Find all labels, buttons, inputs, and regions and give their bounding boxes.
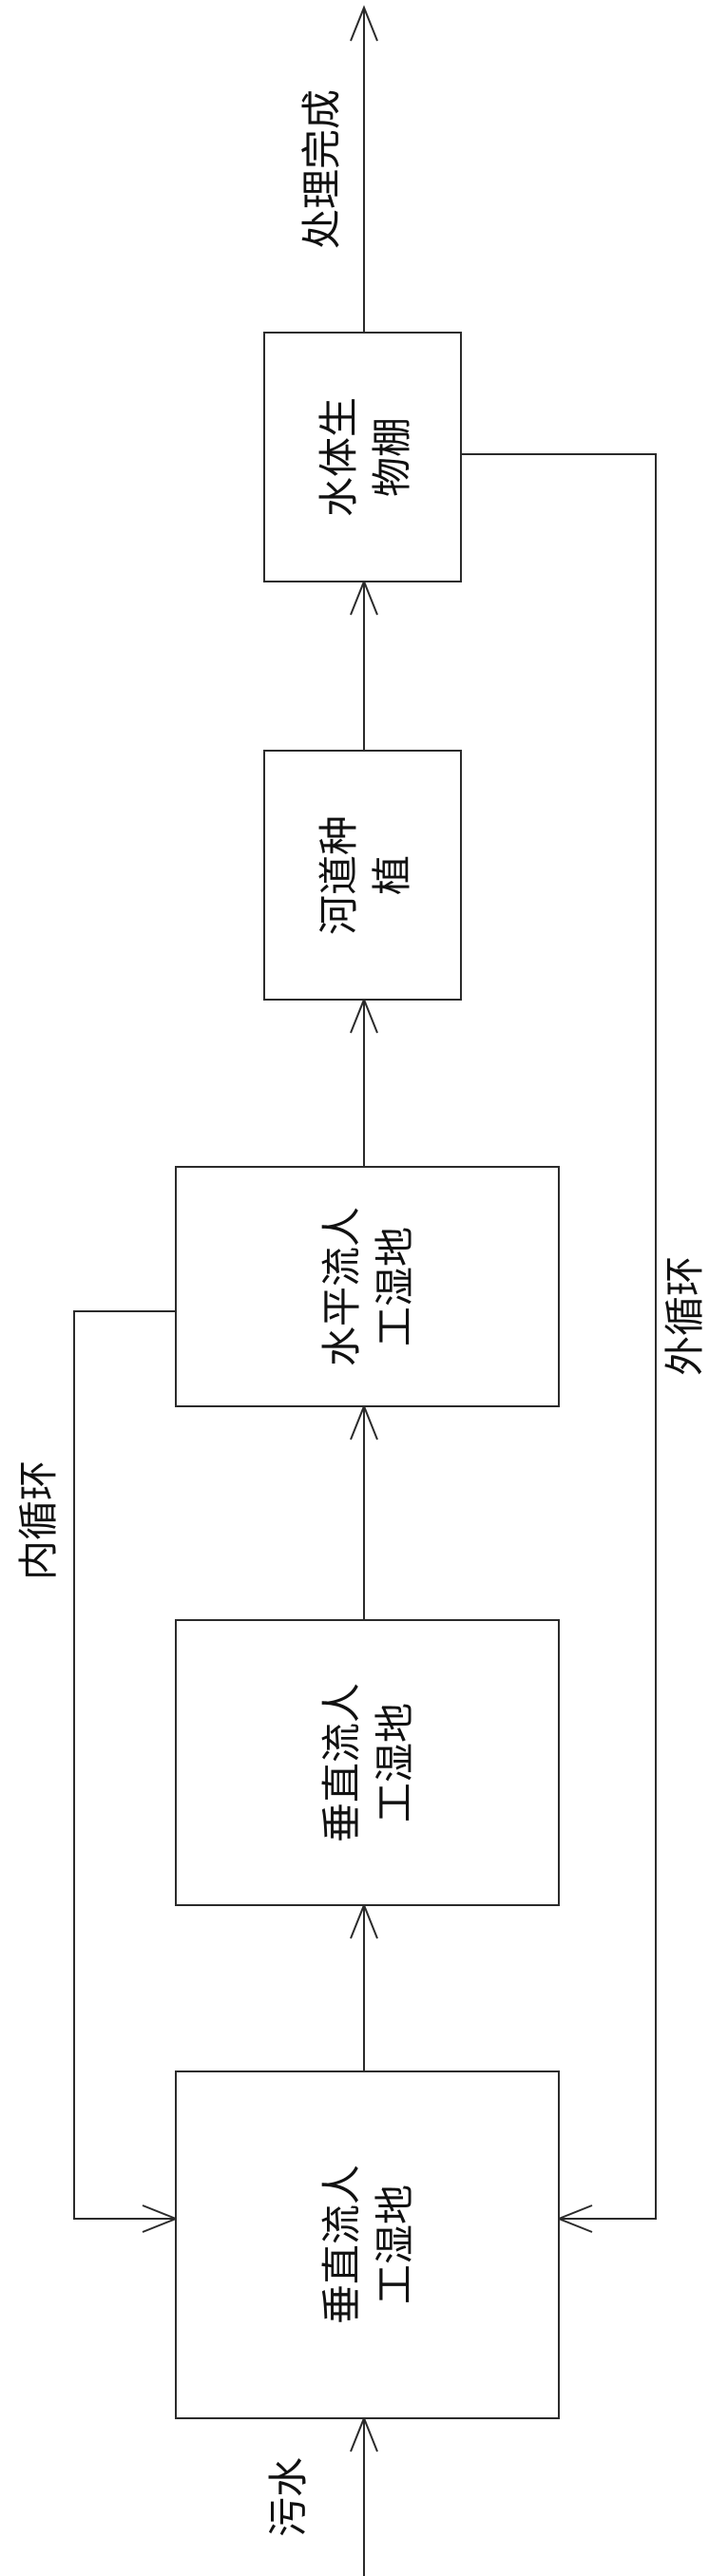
stage4-box bbox=[263, 750, 462, 1001]
stage5-label-line2: 物棚 bbox=[369, 417, 415, 497]
arrow-stage4-to-stage5 bbox=[350, 579, 378, 751]
input-arrow bbox=[350, 2415, 378, 2576]
inner-loop-arrow bbox=[73, 1310, 179, 2233]
input-label: 污水 bbox=[265, 2457, 312, 2537]
stage1-box bbox=[175, 2070, 560, 2419]
stage4-label-line2: 植 bbox=[369, 855, 415, 895]
arrow-stage3-to-stage4 bbox=[350, 997, 378, 1167]
stage4-label: 河道种 植 bbox=[316, 815, 415, 935]
stage3-box bbox=[175, 1166, 560, 1407]
stage3-label-line1: 水平流人 bbox=[318, 1207, 365, 1366]
stage4-label-line1: 河道种 bbox=[316, 815, 362, 935]
arrow-stage1-to-stage2 bbox=[350, 1902, 378, 2071]
output-arrow bbox=[350, 5, 378, 333]
stage3-label-line2: 工湿地 bbox=[372, 1227, 418, 1346]
output-label: 处理完成 bbox=[298, 89, 345, 249]
arrow-stage2-to-stage3 bbox=[350, 1403, 378, 1620]
stage5-label-line1: 水体生 bbox=[316, 397, 362, 517]
stage1-label-line1: 垂直流人 bbox=[318, 2165, 365, 2324]
stage2-label-line1: 垂直流人 bbox=[318, 1683, 365, 1842]
stage5-box bbox=[263, 332, 462, 582]
stage1-label-line2: 工湿地 bbox=[372, 2185, 418, 2304]
stage3-label: 水平流人 工湿地 bbox=[318, 1207, 418, 1366]
inner-loop-label: 内循环 bbox=[15, 1460, 62, 1580]
stage2-box bbox=[175, 1619, 560, 1906]
stage1-label: 垂直流人 工湿地 bbox=[318, 2165, 418, 2324]
stage2-label: 垂直流人 工湿地 bbox=[318, 1683, 418, 1842]
stage5-label: 水体生 物棚 bbox=[316, 397, 415, 517]
outer-loop-label: 外循环 bbox=[661, 1256, 708, 1376]
stage2-label-line2: 工湿地 bbox=[372, 1703, 418, 1822]
